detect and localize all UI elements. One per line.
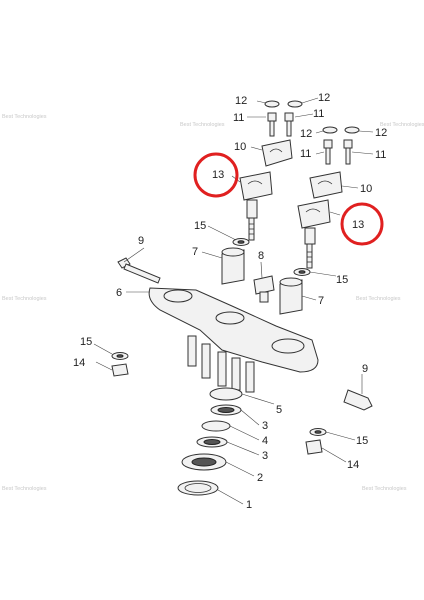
watermark-4: Best Technologies [2,296,47,302]
watermark-5: Best Technologies [356,296,401,302]
callout-3: 3 [262,420,268,432]
cover-5 [209,387,243,401]
callout-2: 2 [257,472,263,484]
under-bracket-6 [148,287,319,393]
upper-clamp-10a [261,139,293,167]
callout-10: 10 [234,141,246,153]
nut-8 [253,275,275,295]
bracket-center-bore [215,311,245,325]
callout-11: 11 [233,112,244,124]
callout-15: 15 [336,274,348,286]
right-clamp-group [297,126,360,269]
upper-hardware [117,238,311,315]
bolt-11b-head [284,112,294,122]
washer-15c-hole [116,354,124,358]
callout-8: 8 [258,250,264,262]
callout-labels: 12 12 11 11 10 13 12 12 11 11 10 13 15 9… [73,92,387,511]
callout-14: 14 [73,357,85,369]
bolt-9b [343,389,373,411]
leader-lines [93,97,374,505]
callout-10: 10 [360,183,372,195]
nut-14a [111,363,129,377]
bolt-11a-head [267,112,277,122]
callout-15: 15 [194,220,206,232]
callout-15: 15 [80,336,92,348]
bushing-7b-top [279,277,303,287]
bracket-leg-4 [231,357,241,391]
upper-clamp-10b-groove [317,180,333,185]
bearing-1-race [184,483,212,493]
callout-1: 1 [246,499,252,511]
watermark-7: Best Technologies [362,486,407,492]
bracket-left-bore [163,289,193,303]
callout-13: 13 [352,219,364,231]
washer-15a-hole [237,240,245,244]
callout-12: 12 [235,95,247,107]
bushing-7a-top [221,247,245,257]
callout-7: 7 [318,295,324,307]
callout-3: 3 [262,450,268,462]
washer-4 [201,420,231,432]
callout-15: 15 [356,435,368,447]
lower-holder-13a [239,171,273,201]
watermark-2: Best Technologies [180,122,225,128]
upper-clamp-10b [309,171,343,199]
lower-holder-13b-stud [306,243,313,269]
bearing-1 [177,480,219,496]
bolt-11c-head [323,139,333,149]
callout-12: 12 [318,92,330,104]
bracket-leg-1 [187,335,197,367]
callout-7: 7 [192,246,198,258]
bolt-11d-shank [345,147,351,165]
lower-holder-13a-groove [247,180,263,185]
steering-stack [177,387,243,496]
ring-nut-3b-hole [203,439,221,445]
highlight-circle-13-right [340,202,384,246]
callout-6: 6 [116,287,122,299]
bolt-11b-shank [286,120,292,137]
bearing-cover-2-hole [191,457,217,467]
washer-15b-hole [298,270,306,274]
bolt-11c-shank [325,147,331,165]
callout-11: 11 [300,148,311,160]
bracket-leg-3 [217,351,227,387]
watermark-1: Best Technologies [2,114,47,120]
callout-12: 12 [300,128,312,140]
callout-5: 5 [276,404,282,416]
bolt-9a-shank [123,263,161,284]
left-clamp-group [239,100,303,241]
callout-4: 4 [262,435,268,447]
bolt-11d-head [343,139,353,149]
callout-9: 9 [138,235,144,247]
watermarks: Best Technologies Best Technologies Best… [2,114,424,492]
callout-11: 11 [313,108,324,120]
highlight-circle-13-left [193,152,239,198]
watermark-3: Best Technologies [380,122,424,128]
callout-9: 9 [362,363,368,375]
lower-holder-13b-groove [305,208,321,213]
washer-12c [322,126,338,134]
callout-12: 12 [375,127,387,139]
nut-8-stem [259,291,269,303]
callout-14: 14 [347,459,359,471]
bracket-leg-5 [245,361,255,393]
lower-holder-13a-neck [246,199,258,219]
bolt-11a-shank [269,120,275,137]
washer-15d-hole [314,430,322,434]
bracket-leg-2 [201,343,211,379]
callout-13: 13 [212,169,224,181]
washer-12a [264,100,280,108]
lower-holder-13b-neck [304,227,316,245]
nut-14b [305,439,323,455]
callout-11: 11 [375,149,386,161]
lower-holder-13b [297,199,331,229]
bracket-right-bore [271,338,305,354]
ring-nut-3a-hole [217,407,235,413]
watermark-6: Best Technologies [2,486,47,492]
washer-12d [344,126,360,134]
washer-12b [287,100,303,108]
upper-clamp-10a-groove [269,148,283,153]
